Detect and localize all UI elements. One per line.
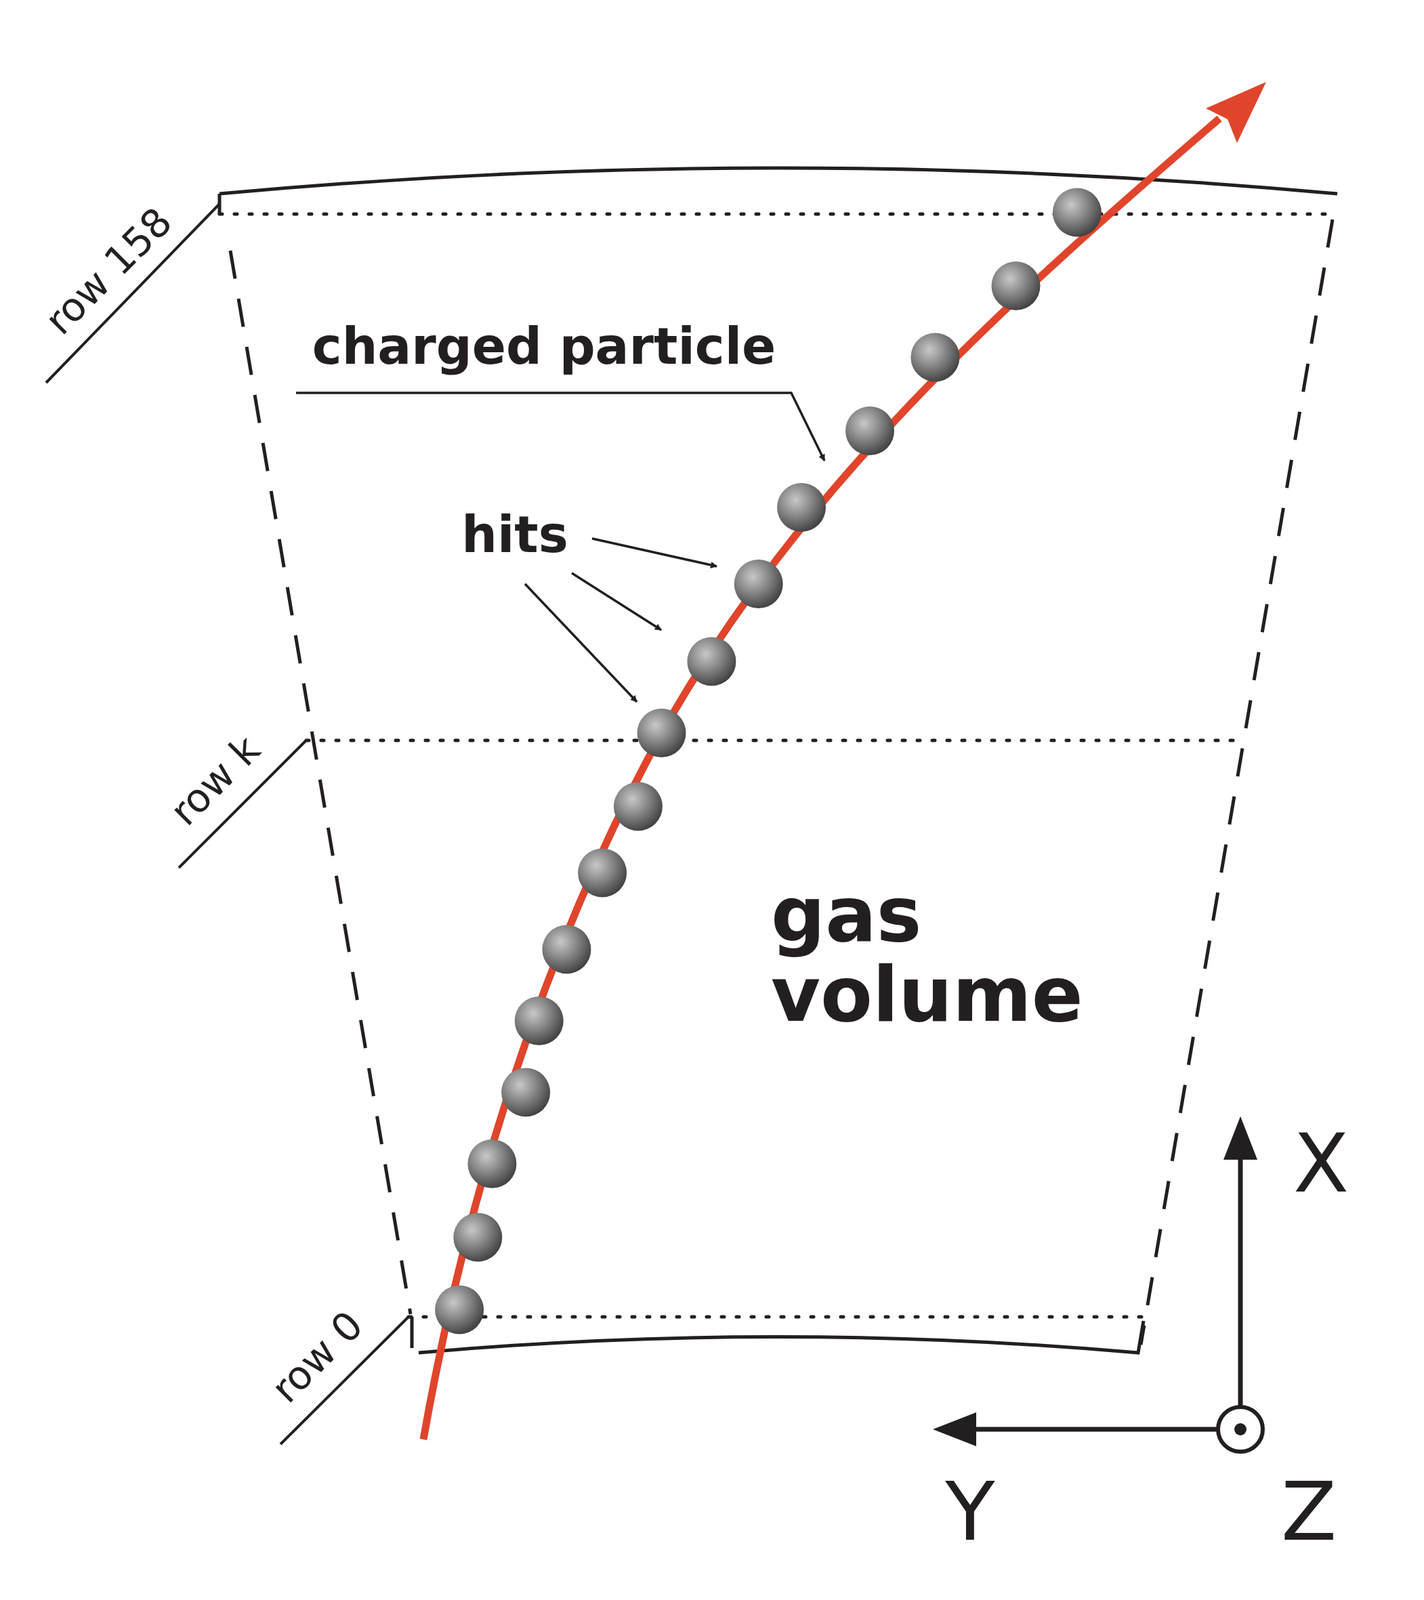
hit-marker: [734, 559, 784, 609]
pad-row-line: [408, 1315, 1144, 1319]
pad-row-line: [306, 739, 1241, 743]
hit-marker: [577, 848, 627, 898]
y-axis: [968, 1427, 1219, 1433]
outer-boundary: [219, 168, 1338, 194]
axis-label: X: [1293, 1121, 1349, 1207]
leader-line: [592, 538, 717, 567]
hit-marker: [910, 332, 960, 382]
hit-marker: [453, 1213, 502, 1263]
hit-marker: [467, 1139, 517, 1189]
hit-marker: [777, 483, 826, 532]
hit-marker: [434, 1285, 484, 1335]
hit-marker: [991, 261, 1041, 311]
axis-label: Z: [1281, 1469, 1337, 1555]
row-label: row 0: [264, 1304, 371, 1411]
hit-marker: [686, 637, 736, 687]
hit-marker: [541, 925, 591, 975]
axis-arrowhead: [932, 1412, 977, 1447]
particle-track: [423, 118, 1220, 1440]
hit-marker: [637, 708, 687, 758]
leader-line: [571, 573, 662, 631]
leader-line: [525, 583, 637, 702]
axis-arrowhead: [1223, 1116, 1258, 1160]
axis-label: Y: [945, 1469, 995, 1555]
sector-edge: [230, 250, 411, 1315]
leader-line: [296, 392, 825, 461]
track-arrowhead: [1205, 81, 1267, 143]
hit-marker: [514, 996, 564, 1046]
row-label: row k: [163, 728, 268, 833]
hits-label: hits: [461, 508, 568, 562]
inner-boundary: [418, 1321, 1144, 1353]
row-label: row 158: [37, 200, 180, 343]
hit-marker: [613, 782, 663, 832]
hit-marker: [1052, 188, 1102, 238]
z-axis-dot: [1234, 1423, 1247, 1436]
pad-row-line: [219, 212, 1338, 217]
z-axis-symbol: [1218, 1407, 1263, 1452]
track-label: charged particle: [312, 320, 776, 374]
x-axis: [1238, 1151, 1244, 1408]
hit-marker: [845, 406, 895, 456]
hit-marker: [501, 1068, 551, 1118]
region-label: gas volume: [770, 875, 1110, 1035]
